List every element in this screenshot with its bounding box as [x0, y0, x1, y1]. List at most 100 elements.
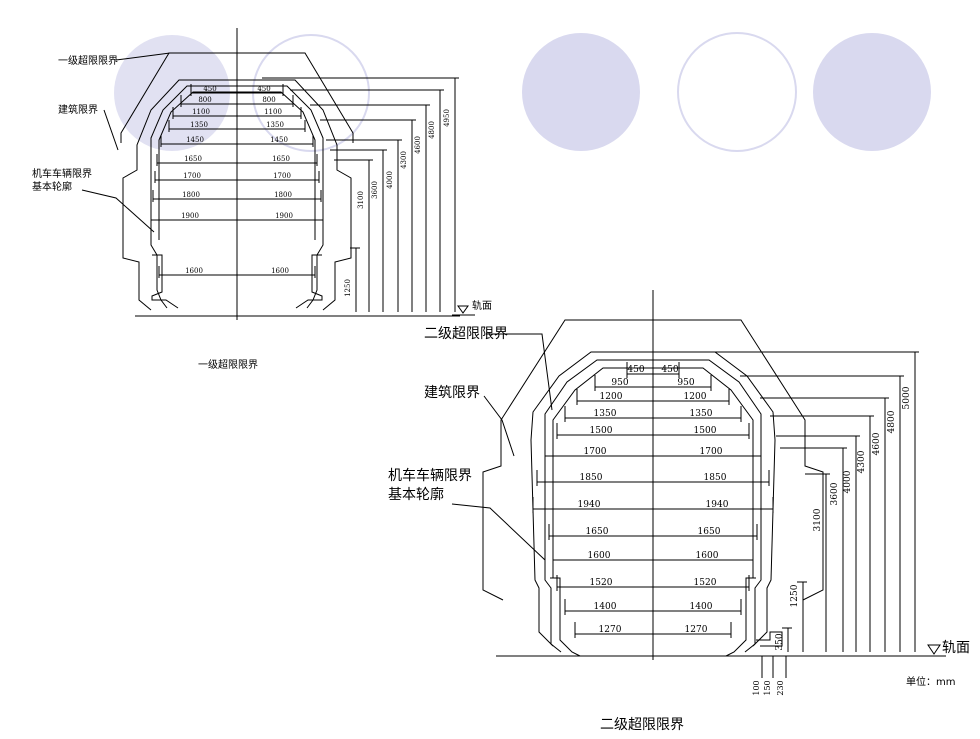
level1-width-right-label: 1450	[270, 136, 288, 144]
level2-width-right-label: 1940	[706, 500, 729, 510]
level2-width-right-label: 1600	[696, 551, 719, 561]
level2-height-label: 4600	[872, 432, 882, 455]
level2-vehicle-label-2: 基本轮廓	[388, 487, 444, 503]
decorative-circles	[114, 32, 931, 152]
level2-width-right-label: 1200	[684, 392, 707, 402]
level1-rail-triangle	[457, 305, 469, 314]
level2-width-left-label: 1650	[586, 527, 609, 537]
level2-width-left-label: 1500	[590, 426, 613, 436]
level2-width-right-label: 1650	[698, 527, 721, 537]
level1-width-right-label: 450	[257, 85, 270, 93]
level1-height-label: 1250	[344, 279, 352, 297]
level2-small-dim-label: 100	[752, 680, 761, 695]
level1-width-left-label: 1350	[190, 121, 208, 129]
level2-width-right-label: 1400	[690, 602, 713, 612]
level2-rail-label: 轨面	[942, 640, 970, 656]
deco-circle-4	[677, 32, 797, 152]
level2-height-label: 4000	[843, 470, 853, 493]
level2-right-base	[725, 577, 756, 657]
level2-width-left-label: 450	[627, 365, 644, 375]
level2-width-right-label: 1270	[685, 625, 708, 635]
level2-building-outline	[530, 351, 776, 647]
level1-building-label: 建筑限界	[58, 105, 98, 116]
level2-small-dim-label: 230	[776, 680, 785, 695]
level2-height-label: 350	[775, 633, 785, 650]
deco-circle-3	[522, 33, 640, 151]
level1-width-left-label: 800	[198, 96, 211, 104]
level2-width-left-label: 1400	[594, 602, 617, 612]
level2-overlimit-leader	[486, 333, 553, 411]
level1-rail-label: 轨面	[472, 301, 492, 312]
level1-inner-outline	[158, 91, 316, 240]
level2-width-left-label: 1270	[599, 625, 622, 635]
level2-rail-triangle	[927, 644, 941, 655]
level1-width-left-label: 1700	[183, 172, 201, 180]
level2-width-right-label: 450	[661, 365, 678, 375]
level2-width-left-label: 1940	[578, 500, 601, 510]
level2-width-right-label: 1350	[690, 409, 713, 419]
level1-width-right-label: 1900	[275, 212, 293, 220]
level1-height-label: 4600	[414, 136, 422, 154]
level2-height-label: 3600	[830, 482, 840, 505]
level1-width-left-label: 1900	[181, 212, 199, 220]
level2-width-right-label: 950	[677, 378, 694, 388]
level2-caption: 二级超限限界	[600, 717, 684, 733]
level2-width-right-label: 1520	[694, 578, 717, 588]
level1-height-label: 3100	[357, 191, 365, 209]
level1-vehicle-label-1: 机车车辆限界	[32, 169, 92, 180]
level2-diagram: 450 450 950 950 1200 1200 1350 1350 1500 1500 1700…	[451, 290, 946, 696]
level2-overlimit-label: 二级超限限界	[424, 326, 508, 342]
level2-small-dim-label: 150	[763, 680, 772, 695]
level1-width-right-label: 800	[262, 96, 275, 104]
level1-overlimit-label: 一级超限限界	[58, 56, 118, 67]
level1-width-left-label: 1800	[182, 191, 200, 199]
level2-width-left-label: 1200	[600, 392, 623, 402]
level2-left-base	[550, 577, 581, 657]
level2-inner-outline	[552, 367, 754, 578]
level2-right-step	[756, 631, 783, 647]
level2-height-label: 4800	[887, 410, 897, 433]
level1-width-right-label: 1700	[273, 172, 291, 180]
level1-width-right-label: 1100	[264, 108, 282, 116]
level2-width-right-label: 1850	[704, 473, 727, 483]
deco-circle-5	[813, 33, 931, 151]
level2-height-label: 3100	[813, 508, 823, 531]
level1-width-left-label: 1650	[184, 155, 202, 163]
level1-building-leader	[103, 109, 119, 151]
level2-vehicle-leader	[451, 503, 546, 561]
level1-left-base	[151, 254, 179, 309]
level2-vehicle-outline	[544, 359, 762, 653]
level2-width-left-label: 1700	[584, 447, 607, 457]
level1-height-label: 4000	[386, 171, 394, 189]
level1-vehicle-outline	[150, 85, 324, 309]
level1-width-right-label: 1350	[266, 121, 284, 129]
level1-building-outline	[122, 79, 352, 311]
level2-width-right-label: 1500	[694, 426, 717, 436]
level2-width-left-label: 1520	[590, 578, 613, 588]
level1-height-label: 4300	[400, 151, 408, 169]
level1-right-base	[295, 254, 323, 309]
level2-width-left-label: 1350	[594, 409, 617, 419]
level2-building-leader	[483, 395, 515, 457]
level1-vehicle-label-2: 基本轮廓	[32, 182, 72, 193]
level2-height-label: 5000	[902, 386, 912, 409]
level1-overlimit-leader	[115, 52, 171, 61]
level1-caption: 一级超限限界	[198, 360, 258, 371]
level2-overlimit-outline	[482, 319, 824, 601]
level2-building-label: 建筑限界	[424, 385, 480, 401]
level2-width-left-label: 1850	[580, 473, 603, 483]
level1-height-label: 4950	[443, 109, 451, 127]
level1-width-left-label: 1600	[185, 267, 203, 275]
level1-width-right-label: 1600	[271, 267, 289, 275]
level1-height-label: 4800	[428, 121, 436, 139]
level2-unit-label: 单位：mm	[906, 677, 956, 688]
level1-width-right-label: 1800	[274, 191, 292, 199]
level2-width-left-label: 950	[611, 378, 628, 388]
level1-width-left-label: 1100	[192, 108, 210, 116]
level1-vehicle-leader	[81, 189, 155, 233]
level1-width-left-label: 450	[203, 85, 216, 93]
level2-height-label: 4300	[857, 450, 867, 473]
